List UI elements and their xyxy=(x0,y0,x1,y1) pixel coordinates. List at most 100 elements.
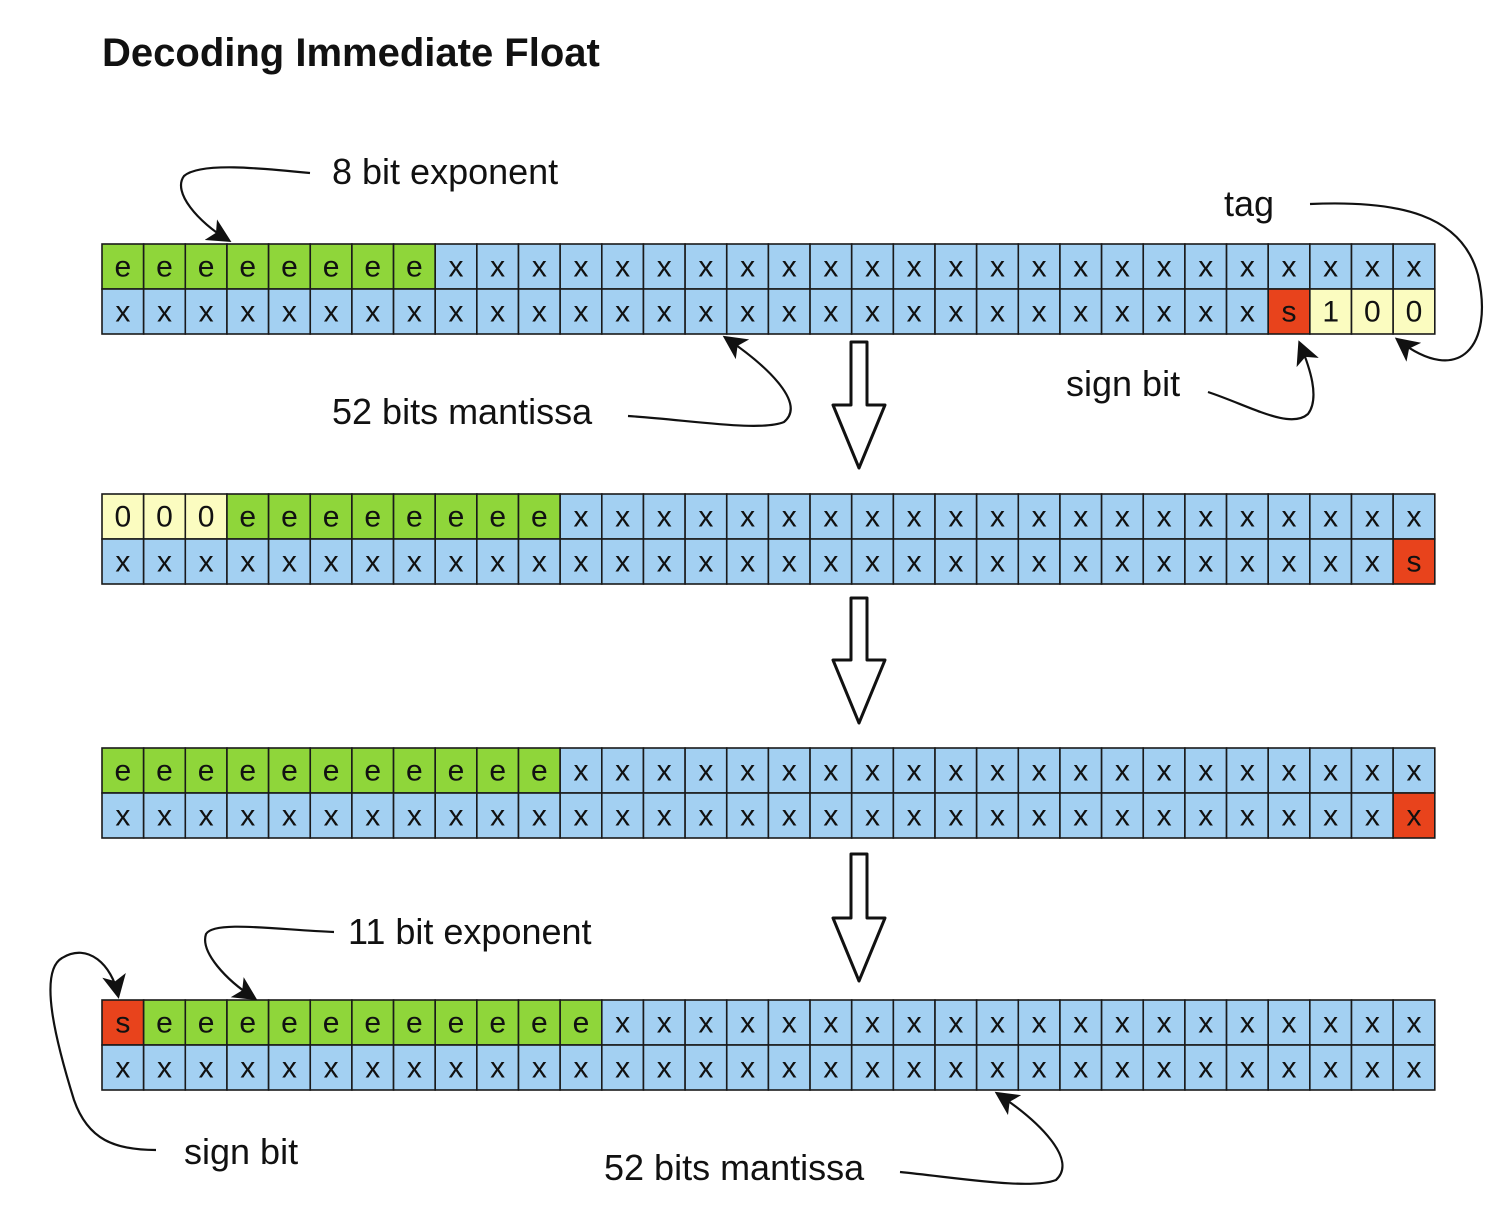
bit-cell-label: x xyxy=(782,501,797,534)
bit-cell: x xyxy=(559,243,603,290)
bit-cell: x xyxy=(975,538,1020,585)
bit-cell-box xyxy=(1142,243,1186,290)
bit-cell: x xyxy=(142,792,187,839)
bit-cell-label: x xyxy=(615,800,630,833)
bit-cell-label: x xyxy=(1115,1007,1130,1040)
bit-cell-label: x xyxy=(1323,755,1338,788)
bit-cell-label: e xyxy=(281,1007,298,1040)
bit-cell-label: e xyxy=(448,1007,465,1040)
diagram-title: Decoding Immediate Float xyxy=(102,31,600,75)
bit-cell: x xyxy=(1017,792,1061,839)
bit-cell-label: e xyxy=(156,251,173,284)
bit-cell-label: x xyxy=(365,296,380,329)
bit-cell-box xyxy=(1100,1044,1145,1091)
bit-cell-box xyxy=(142,493,187,540)
bit-cell-box xyxy=(1267,792,1311,839)
bit-cell-box xyxy=(517,288,561,335)
bit-cell-label: x xyxy=(990,501,1005,534)
bit-cell: x xyxy=(767,747,811,794)
bit-cell: x xyxy=(434,538,478,585)
bit-cell-label: x xyxy=(157,800,172,833)
bit-cell-box xyxy=(351,538,395,585)
bit-cell: x xyxy=(142,288,187,335)
bit-cell: e xyxy=(392,243,436,290)
bit-cell: x xyxy=(642,747,686,794)
bit-cell-box xyxy=(600,288,645,335)
bit-cell: x xyxy=(767,493,811,540)
bit-cell-box xyxy=(767,288,811,335)
bit-cell-label: x xyxy=(1032,1007,1047,1040)
bit-cell: e xyxy=(476,493,520,540)
bit-cell: x xyxy=(1225,538,1270,585)
bit-cell-box xyxy=(1225,1044,1270,1091)
bit-cell: x xyxy=(600,538,645,585)
bit-cell-label: x xyxy=(615,251,630,284)
flow-arrow-3 xyxy=(831,852,887,983)
bit-cell: x xyxy=(684,288,728,335)
bit-cell: x xyxy=(1100,288,1145,335)
bit-cell-box xyxy=(1184,538,1228,585)
bit-cell-label: x xyxy=(1032,1052,1047,1085)
bit-cell-label: e xyxy=(489,501,506,534)
bit-cell-label: x xyxy=(823,251,838,284)
bit-cell: x xyxy=(101,538,145,585)
bit-cell-label: x xyxy=(115,800,130,833)
bit-cell-label: x xyxy=(615,296,630,329)
sign-bit-top-pointer xyxy=(1207,340,1319,421)
bit-cell: x xyxy=(934,792,978,839)
bit-cell: x xyxy=(351,288,395,335)
bit-cell-label: x xyxy=(1323,800,1338,833)
bit-cell-label: e xyxy=(448,501,465,534)
bit-cell-label: x xyxy=(615,546,630,579)
bit-cell-label: x xyxy=(698,501,713,534)
bit-cell: e xyxy=(434,493,478,540)
bit-cell-label: e xyxy=(489,1007,506,1040)
bit-cell: x xyxy=(684,243,728,290)
bit-cell: x xyxy=(1267,493,1311,540)
bit-cell: x xyxy=(309,1044,353,1091)
label-52-bits-mantissa-top: 52 bits mantissa xyxy=(332,391,593,432)
bit-cell-label: x xyxy=(240,1052,255,1085)
bit-cell-label: x xyxy=(907,800,922,833)
bit-cell-label: x xyxy=(782,251,797,284)
bit-cell-box xyxy=(267,243,312,290)
bit-cell-box xyxy=(559,1044,603,1091)
bit-cell-label: x xyxy=(615,1007,630,1040)
bit-cell: x xyxy=(1184,493,1228,540)
bit-cell: x xyxy=(600,1044,645,1091)
bit-cell: 0 xyxy=(1350,288,1394,335)
bit-cell: x xyxy=(1142,538,1186,585)
bit-cell-box xyxy=(892,538,936,585)
flow-arrow-2 xyxy=(831,596,887,725)
bit-cell-label: x xyxy=(740,1052,755,1085)
bit-cell: e xyxy=(142,747,187,794)
bit-cell: x xyxy=(1350,1044,1394,1091)
bit-cell: x xyxy=(1350,999,1394,1046)
bit-cell-box xyxy=(267,288,312,335)
bit-cell: x xyxy=(1267,243,1311,290)
bit-cell-label: x xyxy=(948,755,963,788)
bit-cell: e xyxy=(434,747,478,794)
bit-cell-box xyxy=(351,747,395,794)
bit-cell-box xyxy=(226,747,270,794)
label-52-bits-mantissa-bottom: 52 bits mantissa xyxy=(604,1147,865,1188)
bit-cell: x xyxy=(725,288,770,335)
bit-cell: x xyxy=(725,1044,770,1091)
bit-cell: x xyxy=(1059,1044,1103,1091)
bit-cell-label: x xyxy=(1198,1052,1213,1085)
bit-cell: e xyxy=(476,999,520,1046)
bit-cell-label: x xyxy=(1198,755,1213,788)
bit-cell-box xyxy=(184,747,228,794)
bit-cell-box xyxy=(1350,792,1394,839)
bit-cell: x xyxy=(1017,747,1061,794)
bit-cell: e xyxy=(309,999,353,1046)
bit-cell-box xyxy=(1267,1044,1311,1091)
bit-cell-label: x xyxy=(282,800,297,833)
bit-cell-label: x xyxy=(1282,501,1297,534)
bit-cell: x xyxy=(267,288,312,335)
bit-cell-label: x xyxy=(865,755,880,788)
bit-cell-box xyxy=(1059,747,1103,794)
bit-cell-label: x xyxy=(1240,501,1255,534)
bit-cell-label: x xyxy=(1365,800,1380,833)
bit-cell: x xyxy=(1309,538,1353,585)
